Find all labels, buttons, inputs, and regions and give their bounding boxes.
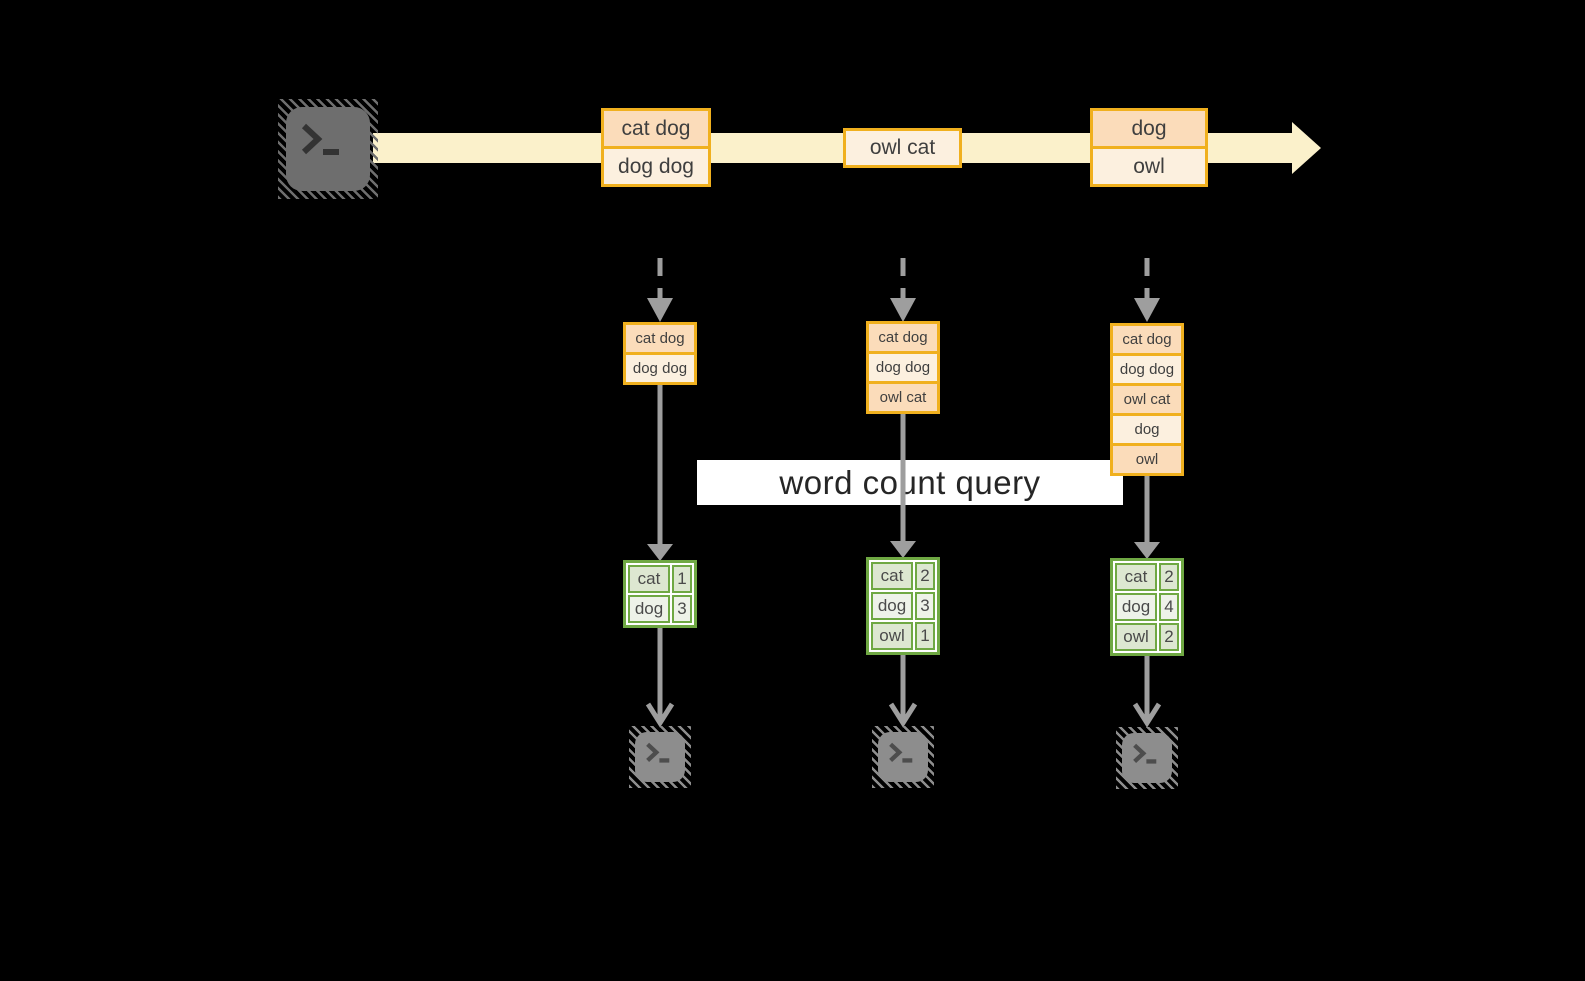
counts-table-1: cat 1 dog 3 xyxy=(623,560,697,628)
terminal-prompt-icon xyxy=(1133,743,1157,764)
stream-event-box-3: dog owl xyxy=(1090,108,1208,187)
count-cell: 4 xyxy=(1159,593,1179,621)
count-cell: 3 xyxy=(915,592,935,620)
stream-arrowhead-icon xyxy=(1292,122,1321,174)
count-cell: 1 xyxy=(672,565,692,593)
terminal-screen xyxy=(286,107,370,191)
batch-row: owl cat xyxy=(866,381,940,414)
stream-source-terminal-icon xyxy=(278,99,378,199)
sink-terminal-icon-3 xyxy=(1116,727,1178,789)
query-label: word count query xyxy=(779,463,1041,501)
batch-row: owl cat xyxy=(1110,383,1184,416)
sink-arrow-1 xyxy=(645,628,675,728)
terminal-prompt-icon xyxy=(301,123,339,155)
microbatch-arrow-1 xyxy=(647,258,673,322)
query-arrow-3 xyxy=(1134,474,1160,559)
batch-row: cat dog xyxy=(1110,323,1184,356)
terminal-prompt-icon xyxy=(889,742,913,763)
microbatch-arrow-3 xyxy=(1134,258,1160,322)
sink-arrow-3 xyxy=(1132,656,1162,728)
batch-row: dog xyxy=(1110,413,1184,446)
batch-row: dog dog xyxy=(866,351,940,384)
sink-arrow-2 xyxy=(888,655,918,728)
batch-row: cat dog xyxy=(623,322,697,355)
batch-row: owl xyxy=(1110,443,1184,476)
count-cell: 2 xyxy=(915,562,935,590)
counts-table-3: cat 2 dog 4 owl 2 xyxy=(1110,558,1184,656)
batch-row: cat dog xyxy=(866,321,940,354)
event-line: cat dog xyxy=(604,111,708,146)
query-banner: word count query xyxy=(697,460,1123,505)
count-cell: 1 xyxy=(915,622,935,650)
counts-table-2: cat 2 dog 3 owl 1 xyxy=(866,557,940,655)
count-cell: 2 xyxy=(1159,623,1179,651)
terminal-screen xyxy=(878,732,928,782)
word-cell: cat xyxy=(871,562,913,590)
microbatch-arrow-2 xyxy=(890,258,916,322)
word-cell: dog xyxy=(1115,593,1157,621)
word-cell: cat xyxy=(628,565,670,593)
event-line: dog dog xyxy=(604,146,708,184)
word-cell: dog xyxy=(628,595,670,623)
batch-row: dog dog xyxy=(623,352,697,385)
event-line: owl cat xyxy=(846,131,959,165)
stream-event-box-2: owl cat xyxy=(843,128,962,168)
batch-stack-1: cat dog dog dog xyxy=(623,322,697,385)
word-cell: dog xyxy=(871,592,913,620)
sink-terminal-icon-1 xyxy=(629,726,691,788)
terminal-screen xyxy=(1122,733,1172,783)
stream-event-box-1: cat dog dog dog xyxy=(601,108,711,187)
query-arrow-1 xyxy=(647,384,673,561)
event-line: dog xyxy=(1093,111,1205,146)
word-cell: cat xyxy=(1115,563,1157,591)
batch-row: dog dog xyxy=(1110,353,1184,386)
word-cell: owl xyxy=(871,622,913,650)
terminal-prompt-icon xyxy=(646,742,670,763)
batch-stack-2: cat dog dog dog owl cat xyxy=(866,321,940,414)
sink-terminal-icon-2 xyxy=(872,726,934,788)
batch-stack-3: cat dog dog dog owl cat dog owl xyxy=(1110,323,1184,476)
terminal-screen xyxy=(635,732,685,782)
word-cell: owl xyxy=(1115,623,1157,651)
count-cell: 3 xyxy=(672,595,692,623)
count-cell: 2 xyxy=(1159,563,1179,591)
event-line: owl xyxy=(1093,146,1205,184)
